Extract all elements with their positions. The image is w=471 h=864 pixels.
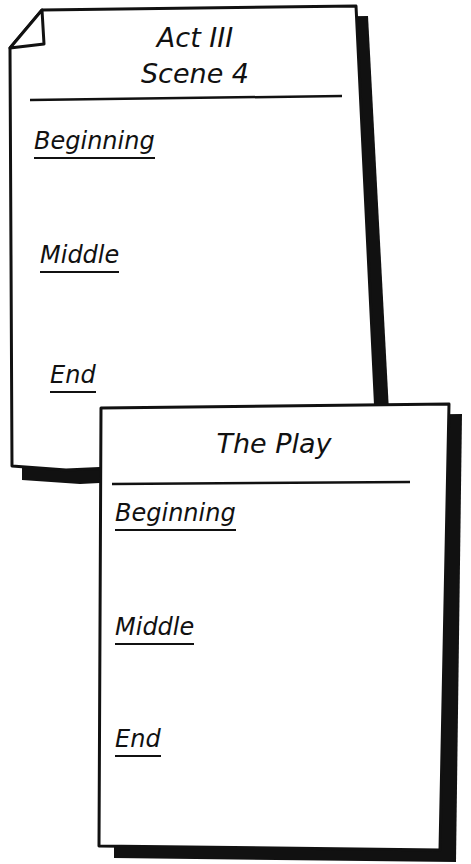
heading-rule	[30, 96, 342, 100]
heading-rule	[112, 482, 410, 484]
sheet-outline	[10, 6, 378, 470]
section-label: End	[115, 724, 161, 757]
section-label: Beginning	[34, 126, 155, 159]
sheet-heading: The Play	[169, 426, 379, 462]
sheet-heading: Act III Scene 4	[120, 20, 270, 92]
section-label: End	[50, 360, 96, 393]
section-label: Middle	[115, 612, 194, 645]
folded-corner	[10, 10, 44, 48]
section-label: Beginning	[115, 498, 236, 531]
sheet-outline	[99, 404, 449, 850]
paper-sheet: Act III Scene 4 BeginningMiddleEnd	[10, 8, 376, 466]
paper-sheet: The PlayBeginningMiddleEnd	[101, 406, 447, 848]
section-label: Middle	[40, 240, 119, 273]
